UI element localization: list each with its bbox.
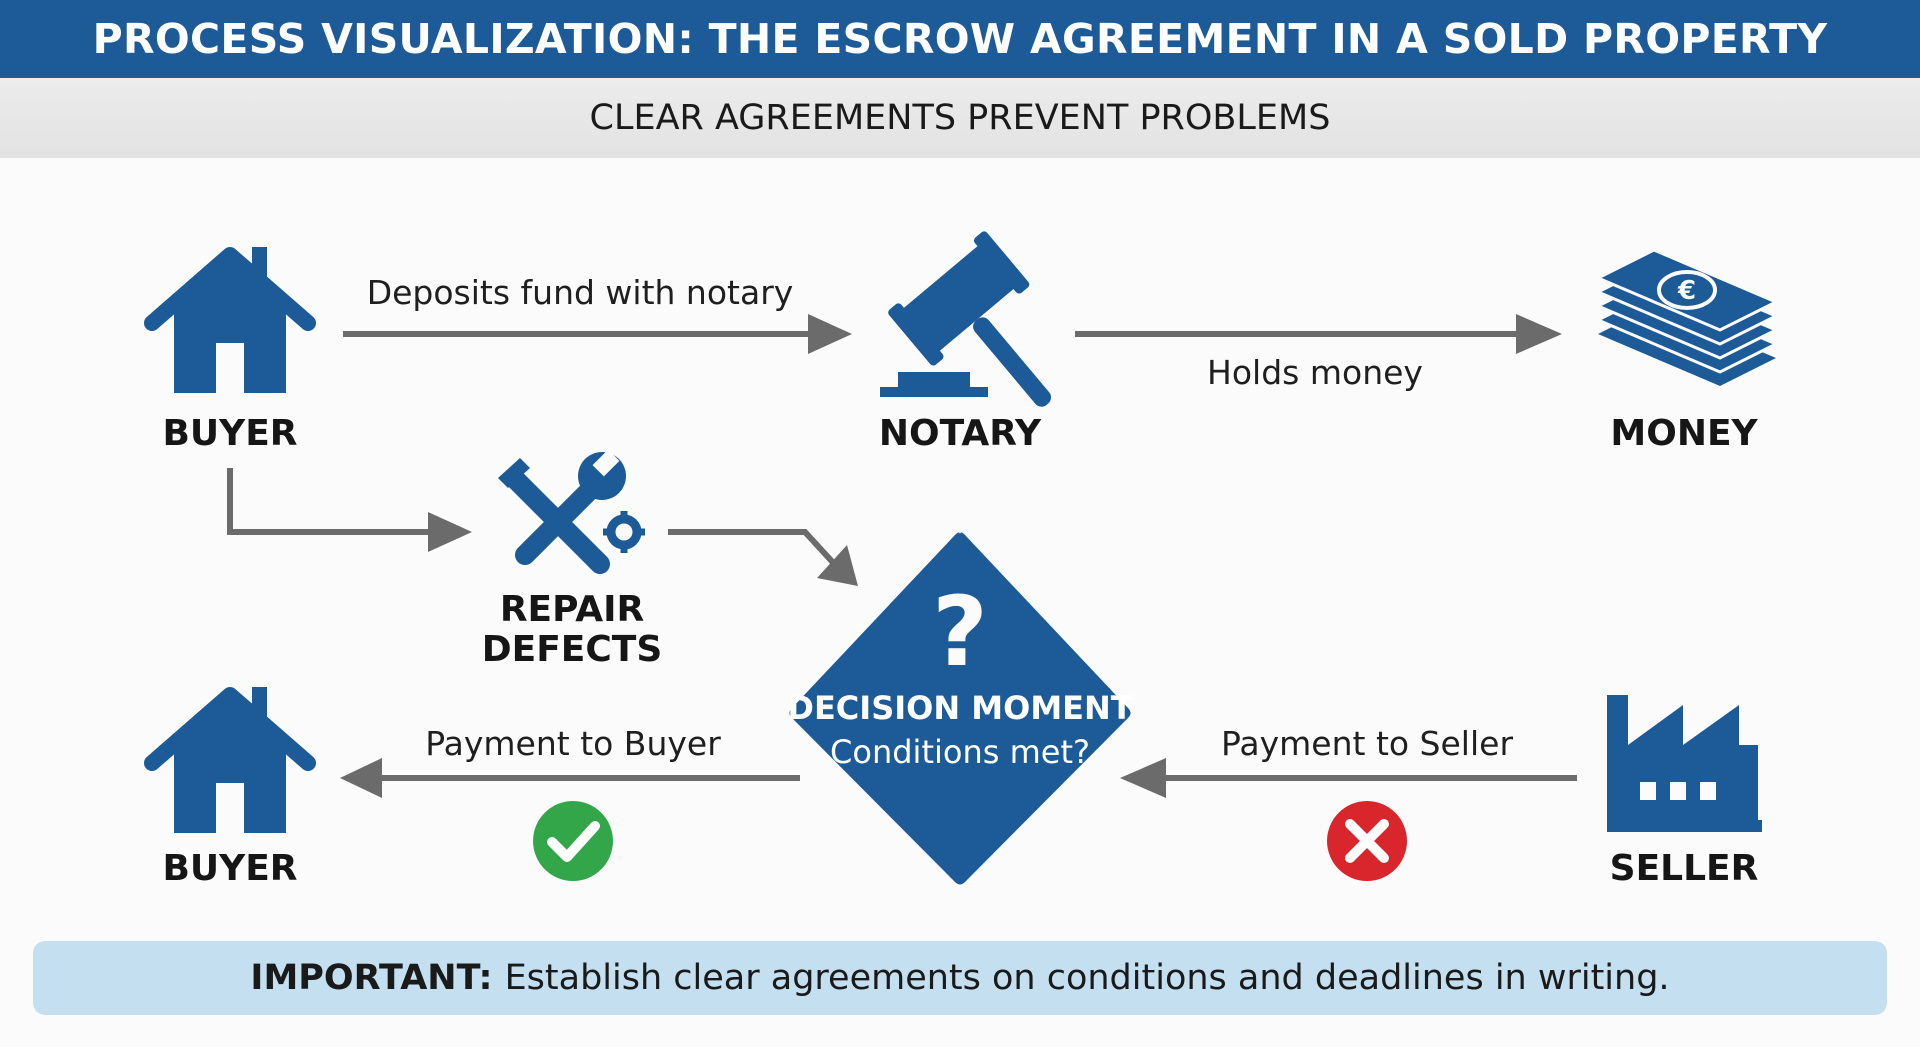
decision-diamond (789, 532, 1131, 885)
decision-title: DECISION MOMENT (787, 689, 1133, 727)
edge-label-payment-seller: Payment to Seller (1220, 724, 1514, 763)
arrow-repair-to-decision (668, 529, 858, 586)
buyer-top-label: BUYER (162, 413, 298, 454)
edge-label-payment-buyer: Payment to Buyer (425, 724, 721, 763)
decision-question: Conditions met? (830, 733, 1090, 771)
house-icon (144, 247, 316, 393)
svg-text:€: € (1677, 276, 1696, 306)
arrow-notary-to-money (1075, 314, 1562, 354)
money-label: MONEY (1610, 413, 1758, 454)
page-subtitle: CLEAR AGREEMENTS PREVENT PROBLEMS (0, 78, 1920, 158)
important-text: Establish clear agreements on conditions… (504, 958, 1670, 998)
arrow-decision-to-buyer (340, 758, 800, 798)
repair-label-line1: REPAIR (499, 589, 645, 630)
arrow-buyer-to-repair (227, 468, 472, 552)
edge-label-holds: Holds money (1207, 353, 1423, 392)
factory-icon (1607, 695, 1762, 832)
important-label: IMPORTANT: (250, 958, 493, 998)
arrow-buyer-to-notary (343, 314, 852, 354)
important-banner: IMPORTANT: Establish clear agreements on… (33, 941, 1887, 1015)
repair-label-line2: DEFECTS (481, 629, 663, 670)
house-icon (144, 687, 316, 833)
wrench-screwdriver-icon (498, 449, 645, 574)
page-title: PROCESS VISUALIZATION: THE ESCROW AGREEM… (0, 0, 1920, 78)
x-circle-icon (1327, 801, 1407, 881)
notary-label: NOTARY (878, 413, 1042, 454)
question-mark-icon: ? (932, 576, 988, 688)
check-circle-icon (533, 801, 613, 881)
seller-label: SELLER (1609, 848, 1759, 889)
arrow-seller-to-decision (1120, 758, 1577, 798)
gavel-icon (880, 231, 1052, 407)
buyer-bottom-label: BUYER (162, 848, 298, 889)
money-stack-icon: € (1594, 248, 1780, 386)
edge-label-deposit: Deposits fund with notary (366, 273, 794, 312)
